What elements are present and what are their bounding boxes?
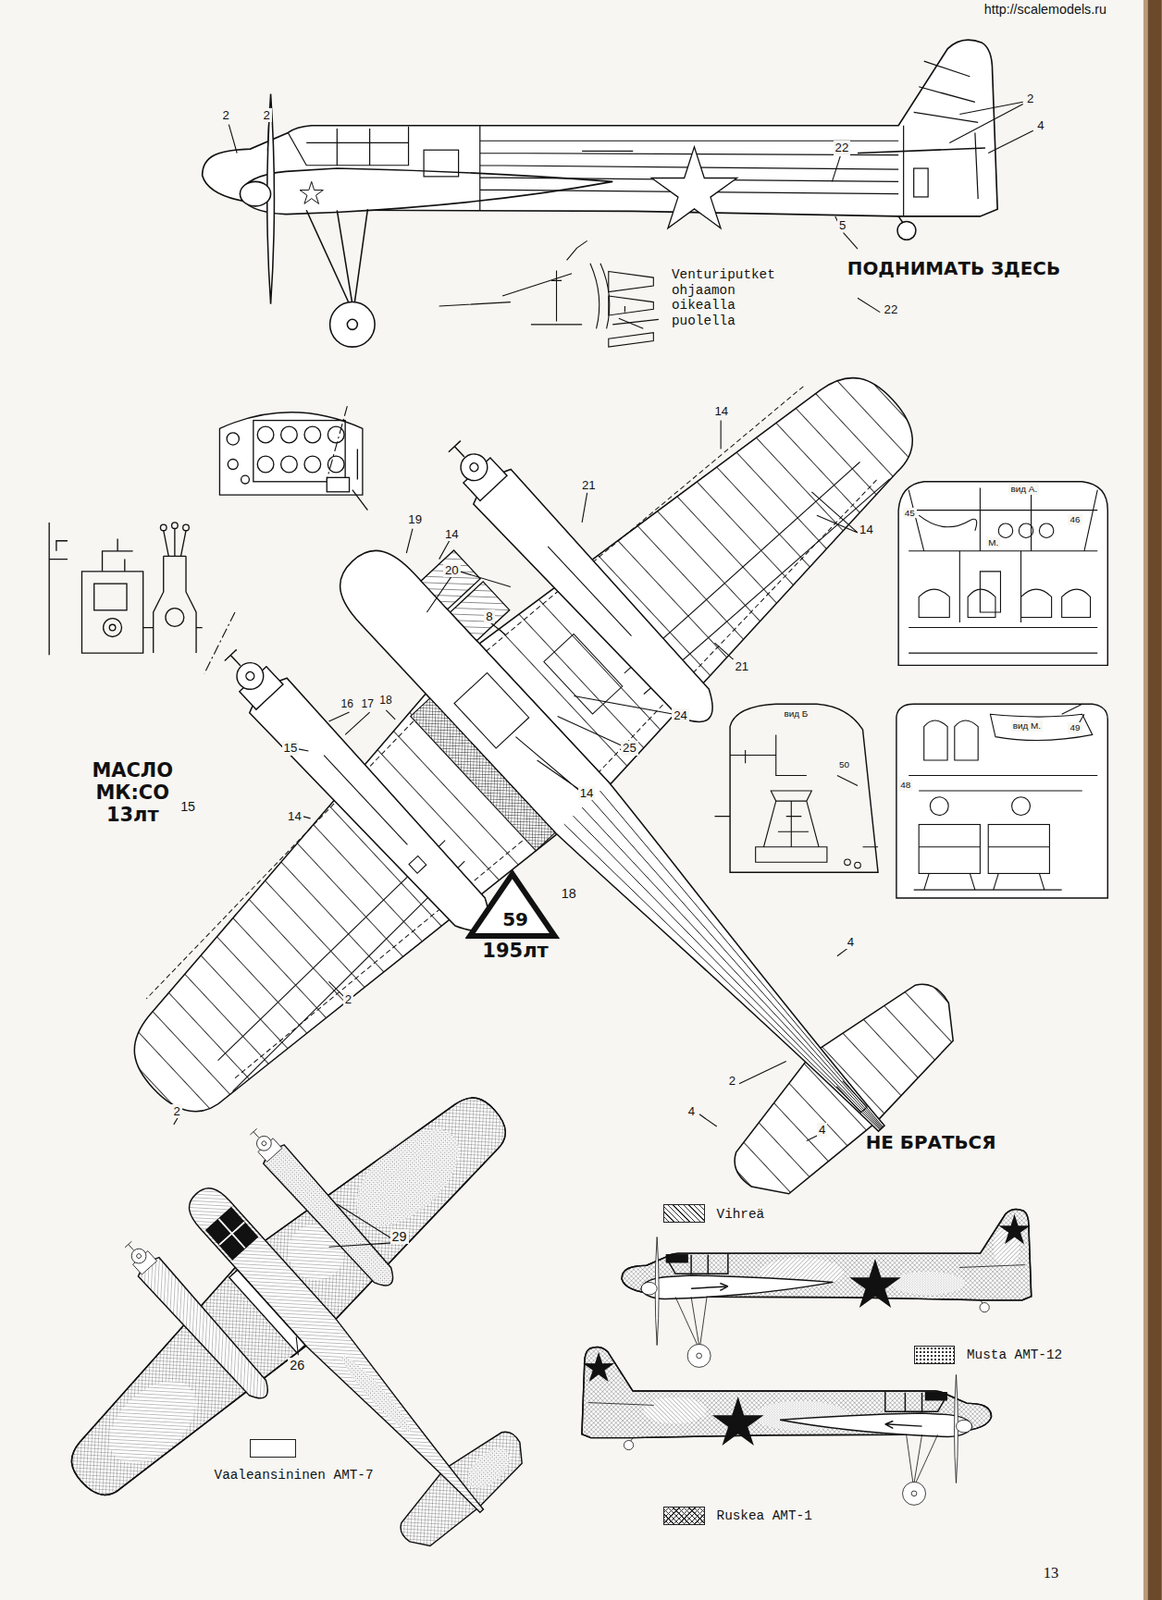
view-label: вид А. — [1008, 483, 1039, 495]
callout-number: 4 — [845, 935, 856, 950]
callout-number: 15 — [178, 799, 198, 815]
view-label: вид М. — [1011, 720, 1043, 731]
callout-number: 49 — [1067, 722, 1082, 733]
node-text: 59 — [465, 908, 566, 931]
callout-number: 2 — [1025, 91, 1036, 106]
legend-text: Musta AMT-12 — [964, 1347, 1064, 1363]
callout-number: 22 — [833, 140, 852, 155]
callout-number: 45 — [902, 507, 917, 519]
node-heading: 195лт — [465, 939, 566, 963]
callout-number: 2 — [343, 992, 354, 1007]
legend-swatch — [249, 1439, 297, 1459]
watermark: http://scalemodels.ru — [982, 1, 1109, 17]
callout-number: 18 — [377, 694, 395, 708]
callout-number: 17 — [358, 698, 376, 712]
callout-number: 22 — [882, 302, 901, 317]
callout-number: 25 — [620, 741, 639, 755]
callout-number: 20 — [443, 563, 461, 578]
callout-number: 14 — [712, 404, 730, 419]
callout-number: 14 — [285, 809, 304, 824]
callout-number: 4 — [686, 1104, 697, 1119]
legend-swatch — [663, 1507, 705, 1526]
callout-number: 24 — [671, 708, 690, 723]
stencil-text: ПОДНИМАТЬ ЗДЕСЬ — [845, 259, 1063, 281]
callout-number: 16 — [338, 698, 356, 712]
callout-number: 14 — [857, 522, 876, 537]
legend-text: Vaaleansininen AMT-7 — [212, 1468, 376, 1484]
legend-swatch — [663, 1204, 705, 1224]
callout-number: 5 — [837, 218, 848, 233]
callout-number: 29 — [390, 1229, 409, 1245]
callout-number: 2 — [727, 1074, 738, 1088]
view-label: М. — [986, 537, 1001, 548]
callout-number: 26 — [287, 1358, 307, 1373]
view-label: вид Б — [781, 708, 810, 719]
legend-text: Vihreä — [715, 1207, 767, 1223]
callout-number: 15 — [282, 741, 300, 755]
callout-number: 18 — [559, 886, 579, 902]
stencil-text: МАСЛО МК:СО 13лт — [86, 759, 180, 827]
callout-number: 4 — [1035, 118, 1046, 133]
legend-text: Ruskea AMT-1 — [715, 1508, 815, 1524]
callout-number: 50 — [837, 759, 852, 770]
callout-number: 2 — [171, 1104, 182, 1119]
callout-number: 48 — [898, 779, 913, 791]
stencil-text: НЕ БРАТЬСЯ — [864, 1133, 999, 1155]
legend-swatch — [914, 1346, 955, 1365]
note-text: Venturiputket ohjaamon oikealla puolella — [669, 267, 789, 329]
callout-number: 2 — [220, 108, 231, 123]
callout-number: 14 — [578, 786, 596, 801]
callout-number: 21 — [732, 659, 751, 674]
callout-number: 14 — [443, 527, 461, 542]
page-number: 13 — [1041, 1564, 1062, 1583]
callout-number: 21 — [580, 478, 598, 493]
fuel-triangle: 59 195лт — [465, 869, 566, 963]
callout-number: 2 — [261, 108, 272, 123]
callout-number: 19 — [406, 512, 424, 527]
callout-number: 8 — [483, 609, 495, 624]
callout-number: 46 — [1067, 514, 1082, 525]
callout-number: 4 — [816, 1123, 828, 1138]
